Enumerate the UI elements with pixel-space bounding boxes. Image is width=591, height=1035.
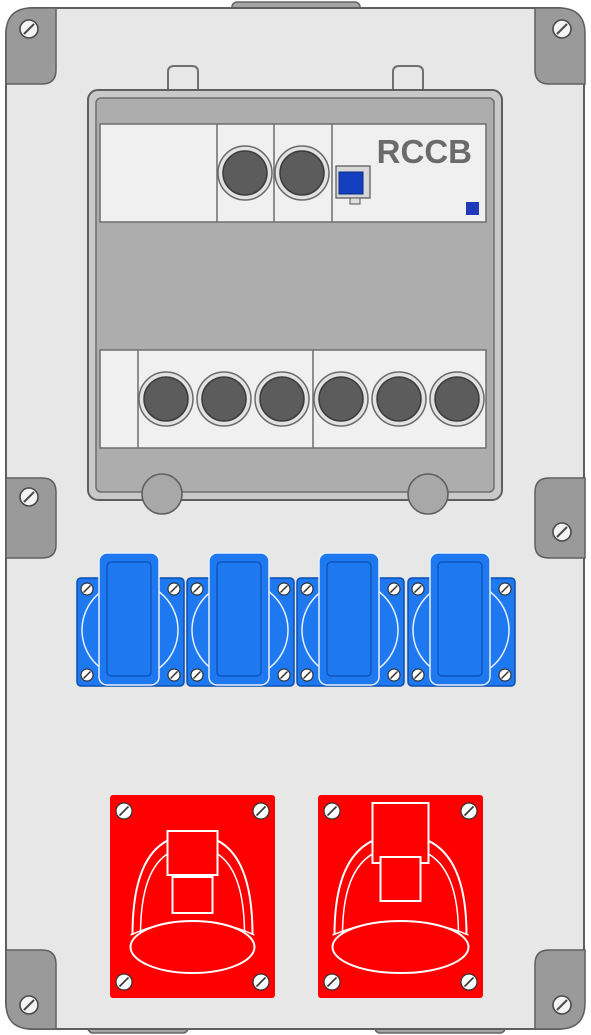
screw-icon xyxy=(411,668,425,682)
breaker-knob-icon[interactable] xyxy=(138,371,194,427)
screw-icon xyxy=(277,582,291,596)
screw-icon xyxy=(190,668,204,682)
rccb-label: RCCB xyxy=(377,133,472,170)
schuko-socket-icon[interactable] xyxy=(186,552,295,687)
rccb-indicator xyxy=(466,202,479,215)
screw-icon xyxy=(460,802,478,820)
screw-icon xyxy=(387,668,401,682)
breaker-knob-icon[interactable] xyxy=(429,371,485,427)
cee-socket-row xyxy=(110,795,483,998)
screw-icon xyxy=(115,973,133,991)
screw-icon xyxy=(323,973,341,991)
cover-screw-right xyxy=(407,473,449,515)
screw-icon xyxy=(411,582,425,596)
screw-icon xyxy=(300,668,314,682)
screw-icon xyxy=(498,668,512,682)
breaker-knob-icon[interactable] xyxy=(313,371,369,427)
breaker-knob-icon[interactable] xyxy=(217,145,273,201)
screw-icon xyxy=(300,582,314,596)
cover-screw-left xyxy=(141,473,183,515)
screw-icon xyxy=(323,802,341,820)
screw-icon xyxy=(80,668,94,682)
cee-socket-icon[interactable] xyxy=(110,795,275,998)
breaker-knob-icon[interactable] xyxy=(196,371,252,427)
screw-icon xyxy=(80,582,94,596)
screw-icon xyxy=(167,668,181,682)
rccb-test-switch[interactable] xyxy=(335,165,371,205)
breaker-knob-icon[interactable] xyxy=(274,145,330,201)
screw-icon xyxy=(190,582,204,596)
schuko-socket-row xyxy=(76,552,516,687)
screw-icon xyxy=(115,802,133,820)
breaker-knob-icon[interactable] xyxy=(371,371,427,427)
top-module-row: RCCB xyxy=(99,123,487,223)
breaker-knob-icon[interactable] xyxy=(254,371,310,427)
screw-icon xyxy=(252,973,270,991)
screw-icon xyxy=(460,973,478,991)
screw-icon xyxy=(277,668,291,682)
schuko-socket-icon[interactable] xyxy=(407,552,516,687)
screw-icon xyxy=(167,582,181,596)
schuko-socket-icon[interactable] xyxy=(296,552,405,687)
bottom-module-row xyxy=(99,349,487,449)
cee-socket-icon[interactable] xyxy=(318,795,483,998)
schuko-socket-icon[interactable] xyxy=(76,552,185,687)
screw-icon xyxy=(252,802,270,820)
screw-icon xyxy=(387,582,401,596)
corner-brackets xyxy=(5,7,586,1030)
screw-icon xyxy=(498,582,512,596)
